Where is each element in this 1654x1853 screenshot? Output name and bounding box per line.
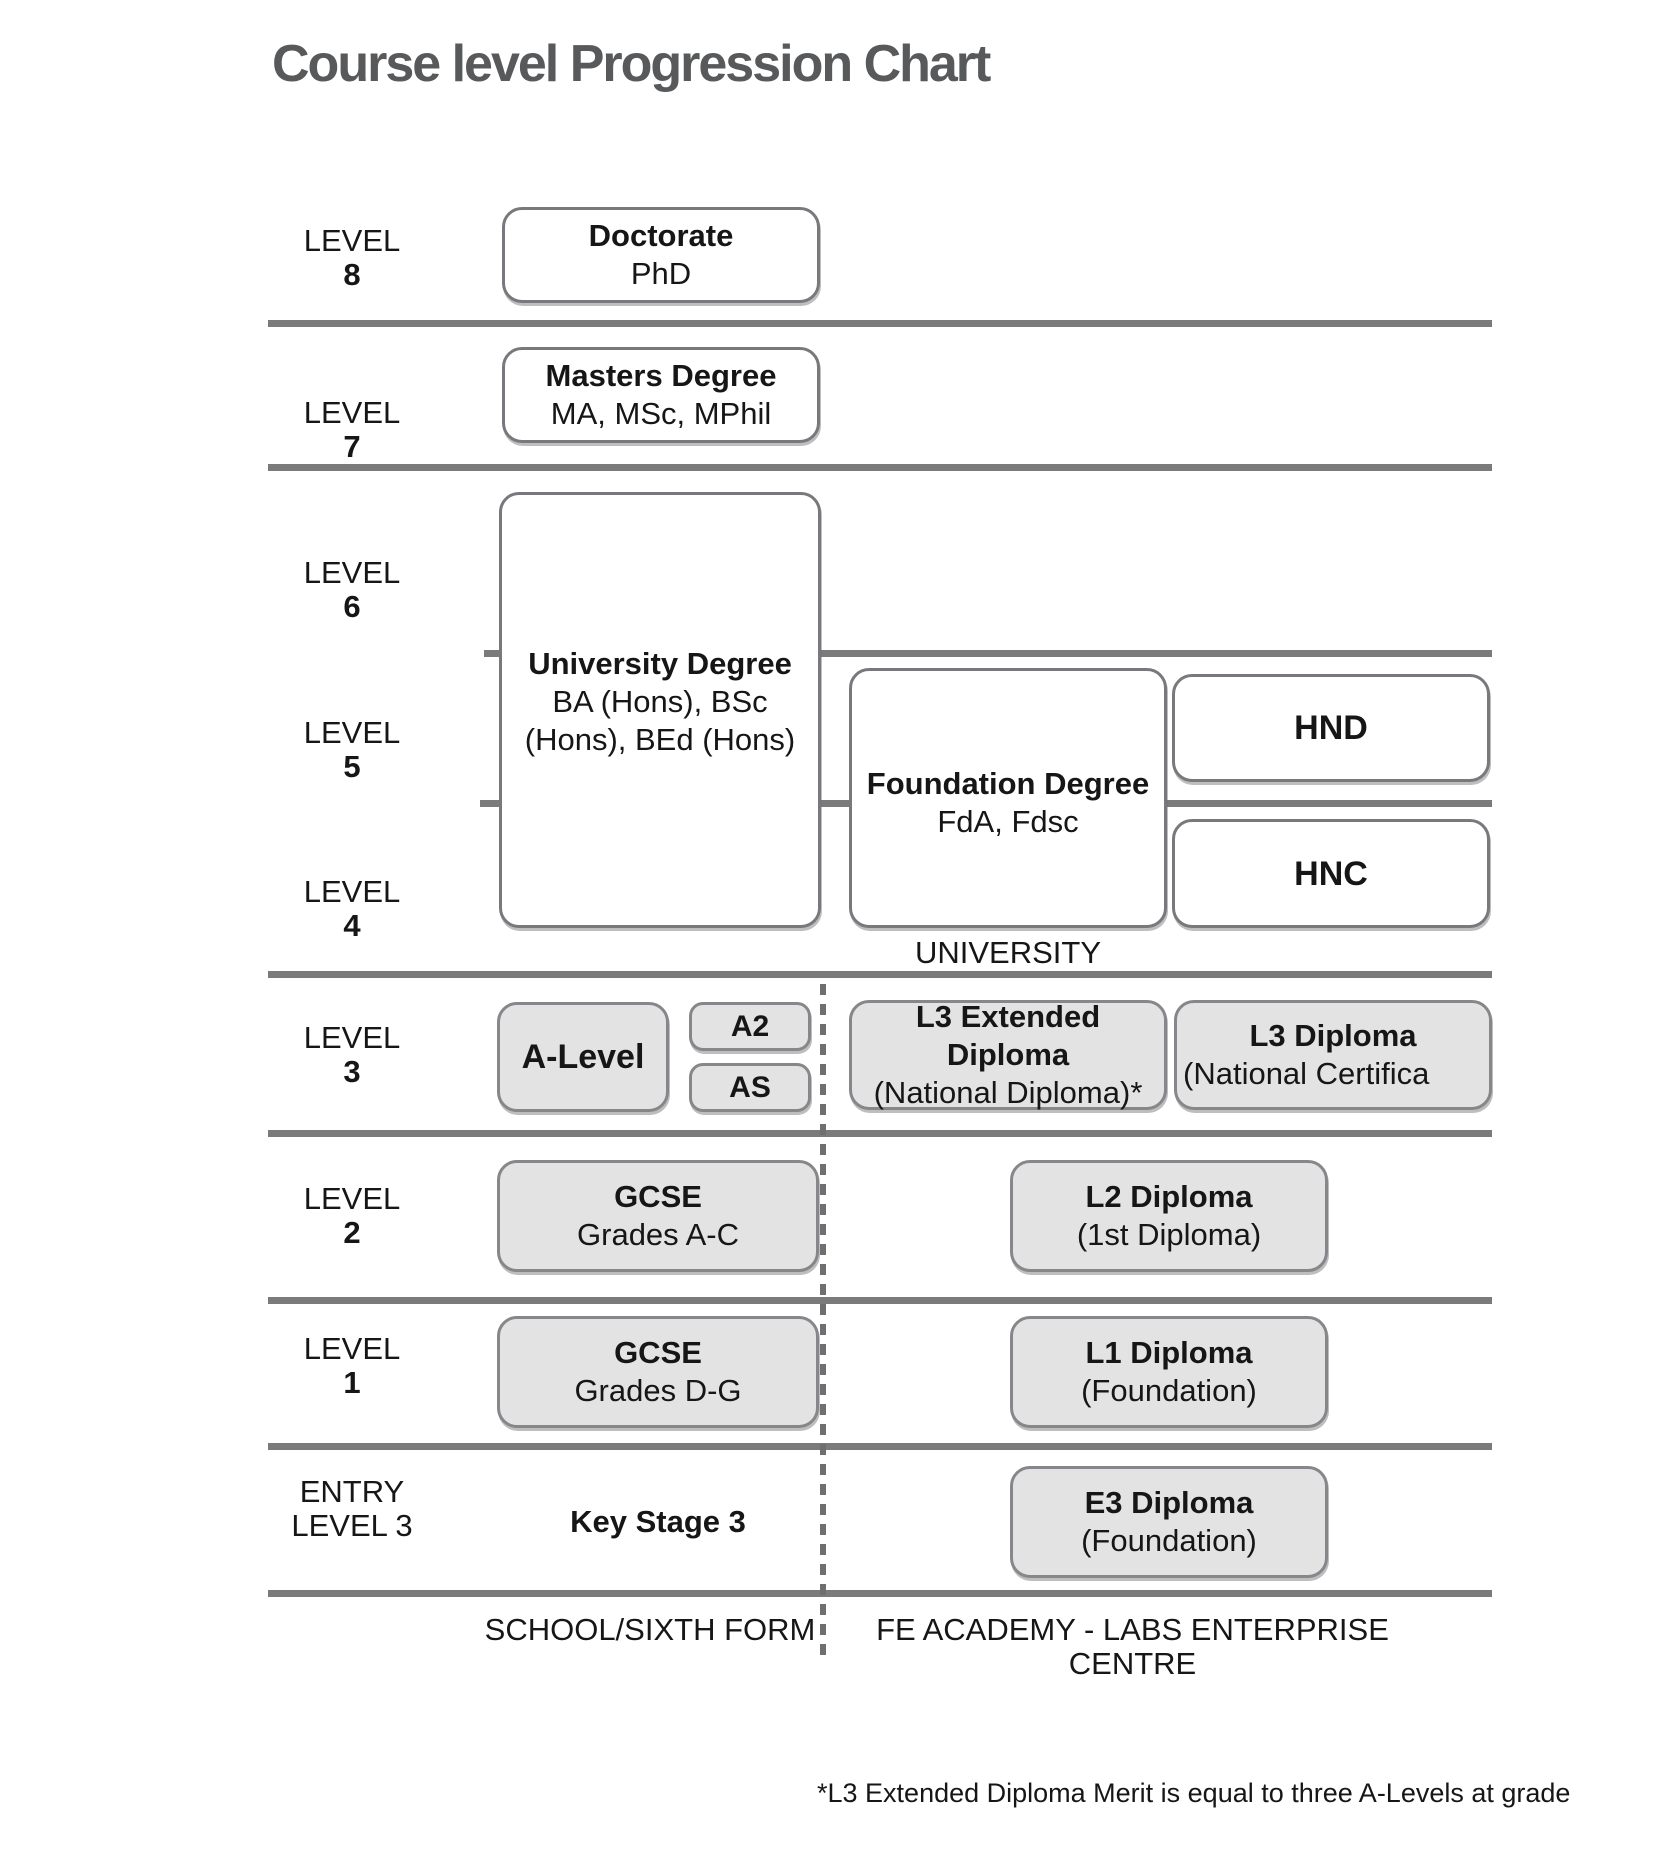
a2-box: A2 [689,1002,811,1051]
l1-diploma-box: L1 Diploma (Foundation) [1010,1316,1328,1428]
as-box: AS [689,1063,811,1112]
l3-extended-diploma-box: L3 Extended Diploma (National Diploma)* [849,999,1167,1110]
key-stage-3-label: Key Stage 3 [570,1504,746,1539]
hnc-box: HNC [1172,819,1490,928]
divider-below-level1 [268,1443,1492,1450]
a-level-box: A-Level [497,1002,669,1112]
masters-degree-box: Masters Degree MA, MSc, MPhil [502,347,820,443]
hnd-box: HND [1172,674,1490,782]
page-title: Course level Progression Chart [272,35,991,93]
divider-below-level8 [268,320,1492,327]
gcse-dg-box: GCSE Grades D-G [497,1316,819,1428]
divider-below-level4 [268,971,1492,978]
divider-level5-4-mid [820,800,851,807]
l2-diploma-box: L2 Diploma (1st Diploma) [1010,1160,1328,1272]
footnote: *L3 Extended Diploma Merit is equal to t… [817,1778,1571,1808]
university-caption: UNIVERSITY [914,935,1102,970]
doctorate-box: Doctorate PhD [502,207,820,303]
gcse-ac-box: GCSE Grades A-C [497,1160,819,1272]
divider-below-level7 [268,464,1492,471]
divider-level6-5-stub [484,650,499,657]
divider-level6-5-right [820,650,1492,657]
school-fe-dashed-separator [820,984,826,1664]
divider-below-level3 [268,1130,1492,1137]
divider-level5-4-right [1166,800,1492,807]
divider-below-entry [268,1590,1492,1597]
e3-diploma-box: E3 Diploma (Foundation) [1010,1466,1328,1578]
foundation-degree-box: Foundation Degree FdA, Fdsc [849,668,1167,928]
school-sixth-form-caption: SCHOOL/SIXTH FORM [484,1612,816,1647]
fe-academy-caption: FE ACADEMY - LABS ENTERPRISE CENTRE [876,1612,1389,1681]
l3-diploma-box: L3 Diploma (National Certifica [1174,1000,1492,1110]
divider-level5-4-stub [480,800,499,807]
divider-below-level2 [268,1297,1492,1304]
university-degree-box: University Degree BA (Hons), BSc (Hons),… [499,492,821,928]
